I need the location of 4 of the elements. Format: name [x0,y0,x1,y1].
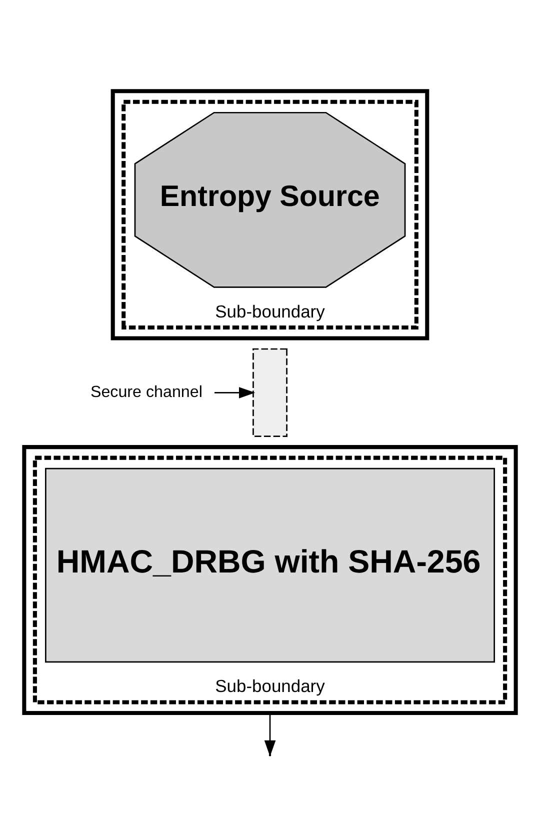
node-box: HMAC_DRBG with SHA-256 [45,467,495,662]
node-bar [252,348,288,436]
arrow [214,386,256,398]
node-text: Secure channel [90,382,202,400]
